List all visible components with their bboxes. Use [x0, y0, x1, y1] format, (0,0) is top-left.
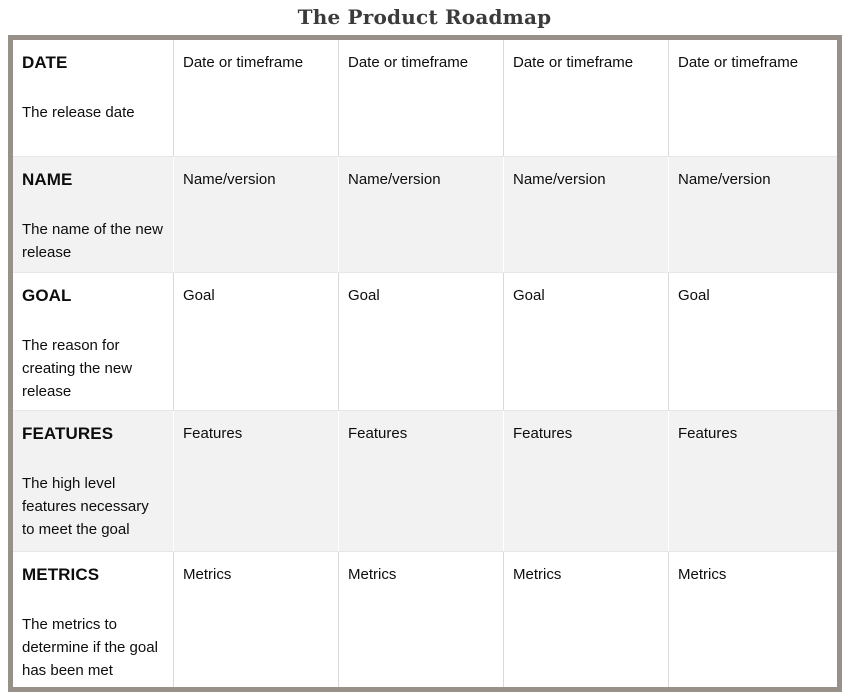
- cell-placeholder-date-4: Date or timeframe: [678, 54, 799, 71]
- title-bar: The Product Roadmap: [0, 0, 849, 35]
- cell-placeholder-metrics-3: Metrics: [513, 566, 562, 583]
- cell-date-2: Date or timeframe: [339, 40, 504, 156]
- cell-date-4: Date or timeframe: [669, 40, 837, 156]
- row-label-cell-metrics: METRICS The metrics to determine if the g…: [13, 552, 174, 687]
- row-description-metrics: The metrics to determine if the goal has…: [22, 616, 158, 679]
- table-row-name: NAME The name of the new release Name/vers…: [13, 156, 837, 272]
- row-description-goal: The reason for creating the new release: [22, 337, 133, 400]
- row-label-cell-name: NAME The name of the new release: [13, 157, 174, 272]
- cell-placeholder-goal-2: Goal: [348, 287, 380, 304]
- row-header-goal: GOAL: [22, 286, 72, 305]
- table-row-metrics: METRICS The metrics to determine if the g…: [13, 551, 837, 687]
- cell-name-4: Name/version: [669, 157, 837, 272]
- cell-name-2: Name/version: [339, 157, 504, 272]
- cell-metrics-2: Metrics: [339, 552, 504, 687]
- row-label-cell-goal: GOAL The reason for creating the new rele…: [13, 273, 174, 410]
- cell-date-1: Date or timeframe: [174, 40, 339, 156]
- row-description-name: The name of the new release: [22, 221, 163, 261]
- cell-placeholder-name-1: Name/version: [183, 171, 276, 188]
- row-description-features: The high level features necessary to mee…: [22, 475, 149, 538]
- cell-placeholder-metrics-4: Metrics: [678, 566, 727, 583]
- cell-placeholder-features-2: Features: [348, 425, 408, 442]
- row-label-cell-features: FEATURES The high level features necessar…: [13, 411, 174, 551]
- cell-metrics-3: Metrics: [504, 552, 669, 687]
- roadmap-table: DATE The release date Date or timeframe Dat…: [8, 35, 842, 692]
- cell-placeholder-name-2: Name/version: [348, 171, 441, 188]
- cell-placeholder-goal-3: Goal: [513, 287, 545, 304]
- row-label-cell-date: DATE The release date: [13, 40, 174, 156]
- cell-features-3: Features: [504, 411, 669, 551]
- table-row-date: DATE The release date Date or timeframe Dat…: [13, 40, 837, 156]
- cell-placeholder-goal-1: Goal: [183, 287, 215, 304]
- cell-placeholder-goal-4: Goal: [678, 287, 710, 304]
- cell-placeholder-metrics-2: Metrics: [348, 566, 397, 583]
- cell-metrics-4: Metrics: [669, 552, 837, 687]
- row-header-name: NAME: [22, 170, 73, 189]
- cell-placeholder-features-4: Features: [678, 425, 738, 442]
- cell-name-1: Name/version: [174, 157, 339, 272]
- row-header-metrics: METRICS: [22, 565, 100, 584]
- cell-metrics-1: Metrics: [174, 552, 339, 687]
- cell-placeholder-date-3: Date or timeframe: [513, 54, 634, 71]
- cell-goal-4: Goal: [669, 273, 837, 410]
- cell-placeholder-metrics-1: Metrics: [183, 566, 232, 583]
- cell-goal-2: Goal: [339, 273, 504, 410]
- cell-date-3: Date or timeframe: [504, 40, 669, 156]
- cell-name-3: Name/version: [504, 157, 669, 272]
- cell-features-2: Features: [339, 411, 504, 551]
- cell-goal-3: Goal: [504, 273, 669, 410]
- cell-goal-1: Goal: [174, 273, 339, 410]
- table-row-goal: GOAL The reason for creating the new rele…: [13, 272, 837, 410]
- cell-features-4: Features: [669, 411, 837, 551]
- row-header-features: FEATURES: [22, 424, 114, 443]
- cell-placeholder-features-1: Features: [183, 425, 243, 442]
- cell-placeholder-name-3: Name/version: [513, 171, 606, 188]
- row-description-date: The release date: [22, 104, 135, 121]
- table-row-features: FEATURES The high level features necessar…: [13, 410, 837, 551]
- cell-placeholder-date-1: Date or timeframe: [183, 54, 304, 71]
- cell-features-1: Features: [174, 411, 339, 551]
- cell-placeholder-features-3: Features: [513, 425, 573, 442]
- cell-placeholder-name-4: Name/version: [678, 171, 771, 188]
- row-header-date: DATE: [22, 53, 68, 72]
- page-title: The Product Roadmap: [297, 5, 552, 29]
- cell-placeholder-date-2: Date or timeframe: [348, 54, 469, 71]
